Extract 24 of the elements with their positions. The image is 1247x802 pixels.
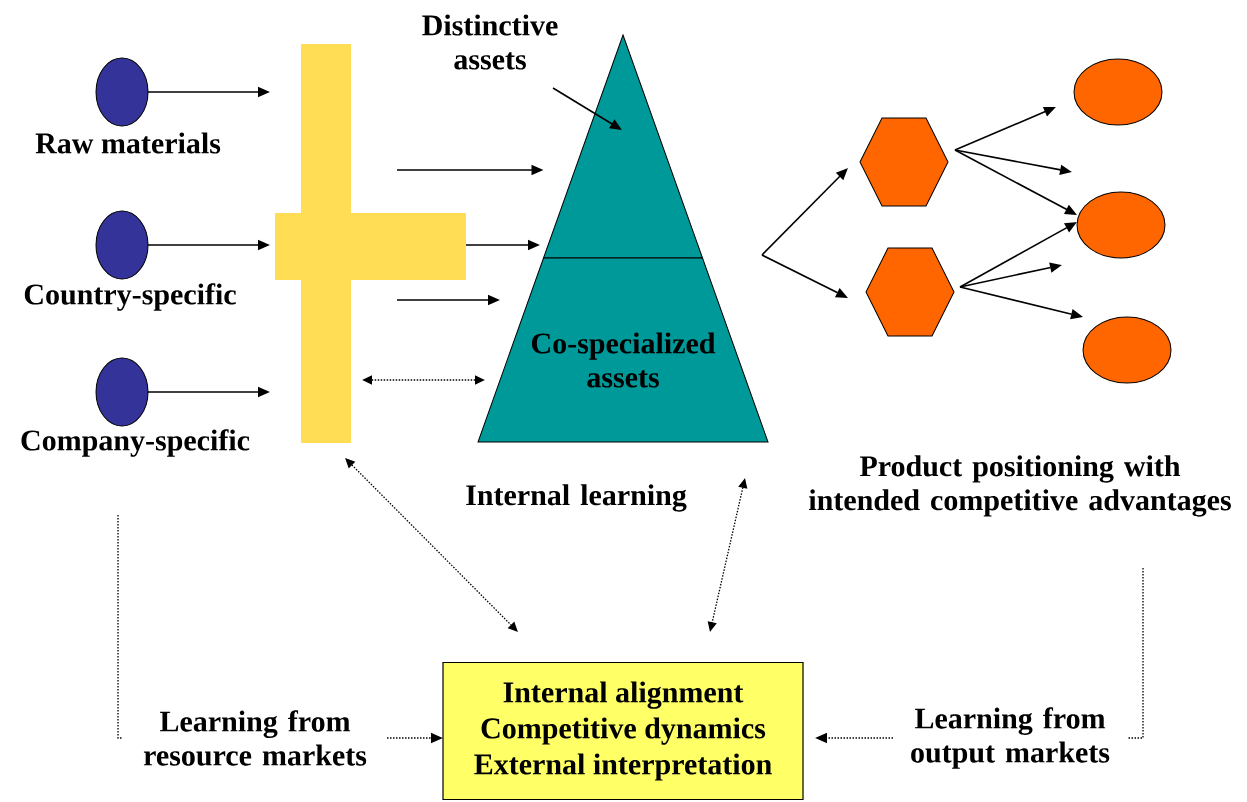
node-label: Company-specific	[21, 429, 250, 457]
process-circle	[95, 210, 149, 280]
label: Internal learning	[466, 484, 687, 512]
label: Product positioning with intended competitive advantages	[809, 455, 1231, 517]
hexagon	[865, 247, 955, 337]
pyramid-top	[543, 34, 703, 259]
node-label: Raw materials	[35, 132, 221, 154]
pyramid-base: Co-specialized assets	[477, 257, 769, 443]
node-label: Country-specific	[24, 283, 236, 311]
edge-label: Learning from output markets	[893, 705, 1127, 771]
process-circle	[1073, 58, 1163, 126]
edge-label: Learning from resource markets	[123, 708, 387, 768]
arrow	[761, 168, 848, 256]
hexagon	[859, 117, 949, 207]
double-arrow	[345, 458, 518, 632]
process-circle	[1082, 316, 1172, 384]
callout-text: Distinctive assets	[422, 14, 558, 70]
arrow	[552, 87, 622, 130]
double-arrow	[707, 478, 748, 632]
process-circle	[95, 57, 149, 127]
process-circle	[95, 357, 149, 427]
process-circle	[1076, 191, 1166, 259]
text-box: Internal alignment Competitive dynamics External interpretation	[442, 661, 804, 801]
double-arrow	[362, 375, 485, 385]
